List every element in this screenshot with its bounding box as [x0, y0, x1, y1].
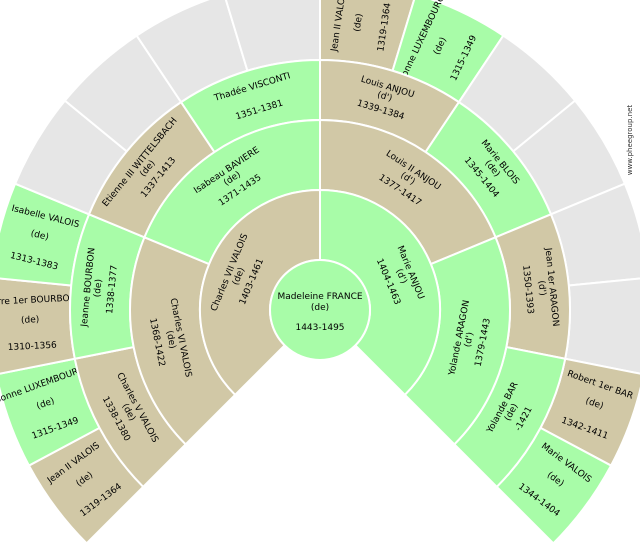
root-person-particle: (de): [311, 303, 329, 313]
person-particle: (de): [164, 330, 177, 350]
person-particle: (de): [353, 13, 366, 33]
person-particle: (de): [93, 279, 105, 298]
ancestor-cell[interactable]: [0, 277, 76, 375]
root-person-circle[interactable]: [269, 259, 371, 361]
person-particle: (de): [30, 229, 50, 243]
person-particle: (d'): [376, 90, 393, 104]
root-person-name: Madeleine FRANCE: [277, 292, 362, 302]
root-person-dates: 1443-1495: [295, 323, 344, 333]
person-dates: 1338-1377: [105, 265, 120, 315]
person-dates: 1350-1393: [520, 265, 535, 315]
person-dates: 1310-1356: [8, 341, 58, 353]
empty-ancestor-cell: [564, 277, 640, 375]
root-person[interactable]: Madeleine FRANCE (de) 1443-1495: [269, 259, 371, 361]
watermark: www.pheegroup.net: [626, 105, 634, 176]
person-particle: (d'): [536, 280, 547, 296]
person-particle: (d'): [463, 331, 476, 348]
person-particle: (de): [21, 315, 40, 326]
person-name: Pierre 1er BOURBON: [0, 294, 77, 309]
